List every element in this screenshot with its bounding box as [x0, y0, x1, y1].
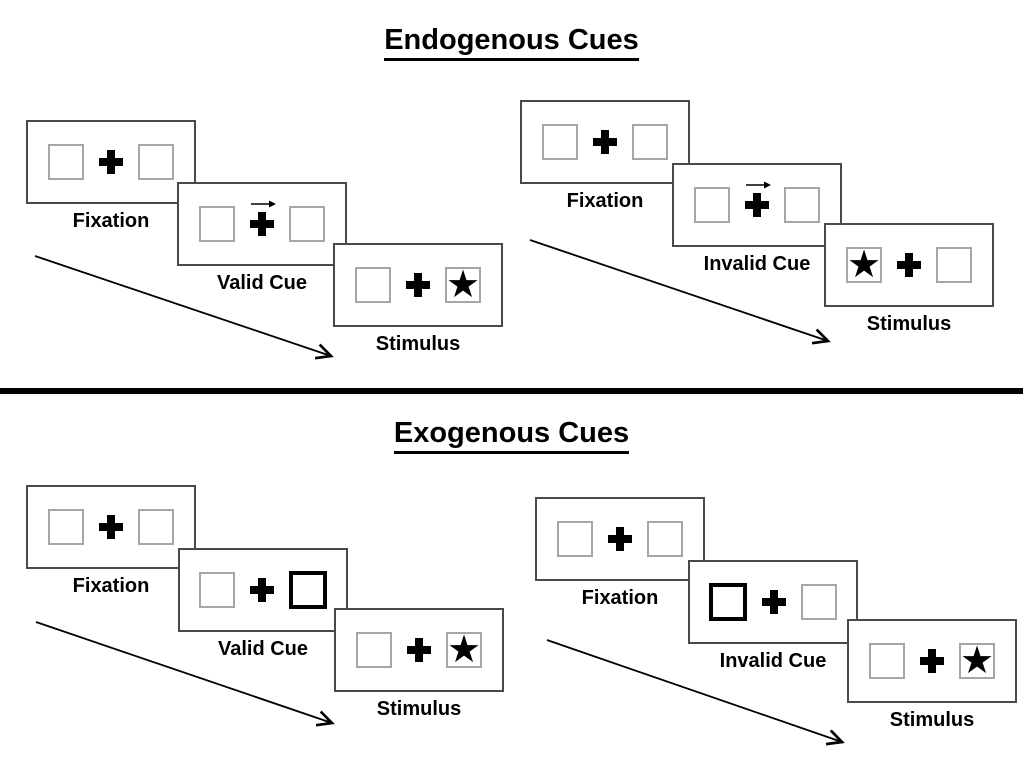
panel-label: Invalid Cue: [703, 253, 811, 275]
fixation-cross-icon: [99, 515, 123, 539]
panel-stimulus: ★ Stimulus: [334, 608, 504, 719]
fixation-cross-icon: [407, 638, 431, 662]
fixation-cross-icon: [897, 253, 921, 277]
right-placeholder-box: [138, 509, 174, 545]
panel-label: Stimulus: [375, 333, 461, 355]
fixation-cross-icon: [762, 590, 786, 614]
panel-fixation: Fixation: [26, 485, 196, 596]
panel-stimulus: ★ Stimulus: [847, 619, 1017, 730]
star-stimulus-icon: ★: [445, 264, 481, 306]
left-placeholder-box: [199, 572, 235, 608]
panel-invalid-cue: Invalid Cue: [672, 163, 842, 274]
fixation-cross-icon: [250, 200, 276, 236]
right-placeholder-box: [138, 144, 174, 180]
left-highlighted-cue-box: [709, 583, 747, 621]
panel-label: Stimulus: [889, 709, 975, 731]
panel-stimulus: ★ Stimulus: [333, 243, 503, 354]
panel-label: Valid Cue: [217, 638, 309, 660]
panel-label: Fixation: [72, 575, 150, 597]
panel-fixation: Fixation: [520, 100, 690, 211]
right-placeholder-box: [784, 187, 820, 223]
fixation-cross-icon: [745, 181, 771, 217]
left-stimulus-box: ★: [846, 244, 882, 286]
right-placeholder-box: [647, 521, 683, 557]
section-title-text: Exogenous Cues: [393, 417, 630, 454]
right-placeholder-box: [289, 206, 325, 242]
right-stimulus-box: ★: [959, 640, 995, 682]
right-placeholder-box: [801, 584, 837, 620]
cue-arrow-right-icon: [746, 181, 771, 189]
panel-stimulus: ★ Stimulus: [824, 223, 994, 334]
panel-fixation: Fixation: [535, 497, 705, 608]
section-title-endogenous: Endogenous Cues: [0, 24, 1023, 61]
fixation-cross-icon: [920, 649, 944, 673]
right-placeholder-box: [936, 247, 972, 283]
fixation-cross-icon: [406, 273, 430, 297]
panel-fixation: Fixation: [26, 120, 196, 231]
left-placeholder-box: [199, 206, 235, 242]
right-stimulus-box: ★: [445, 264, 481, 306]
right-placeholder-box: [632, 124, 668, 160]
panel-label: Fixation: [72, 210, 150, 232]
panel-label: Invalid Cue: [719, 650, 827, 672]
section-title-text: Endogenous Cues: [384, 24, 639, 61]
panel-invalid-cue: Invalid Cue: [688, 560, 858, 671]
right-stimulus-box: ★: [446, 629, 482, 671]
left-placeholder-box: [694, 187, 730, 223]
cue-arrow-right-icon: [251, 200, 276, 208]
left-placeholder-box: [557, 521, 593, 557]
panel-label: Valid Cue: [216, 272, 308, 294]
section-divider: [0, 388, 1023, 394]
panel-label: Fixation: [581, 587, 659, 609]
panel-label: Stimulus: [376, 698, 462, 720]
star-stimulus-icon: ★: [846, 244, 882, 286]
left-placeholder-box: [355, 267, 391, 303]
left-placeholder-box: [48, 144, 84, 180]
timeline-arrow-endogenous-valid: [34, 255, 334, 360]
panel-label: Fixation: [566, 190, 644, 212]
star-stimulus-icon: ★: [959, 640, 995, 682]
left-placeholder-box: [356, 632, 392, 668]
fixation-cross-icon: [99, 150, 123, 174]
panel-valid-cue: Valid Cue: [177, 182, 347, 293]
left-placeholder-box: [48, 509, 84, 545]
right-highlighted-cue-box: [289, 571, 327, 609]
fixation-cross-icon: [608, 527, 632, 551]
section-title-exogenous: Exogenous Cues: [0, 417, 1023, 454]
star-stimulus-icon: ★: [446, 629, 482, 671]
panel-valid-cue: Valid Cue: [178, 548, 348, 659]
fixation-cross-icon: [593, 130, 617, 154]
panel-label: Stimulus: [866, 313, 952, 335]
left-placeholder-box: [542, 124, 578, 160]
fixation-cross-icon: [250, 578, 274, 602]
left-placeholder-box: [869, 643, 905, 679]
